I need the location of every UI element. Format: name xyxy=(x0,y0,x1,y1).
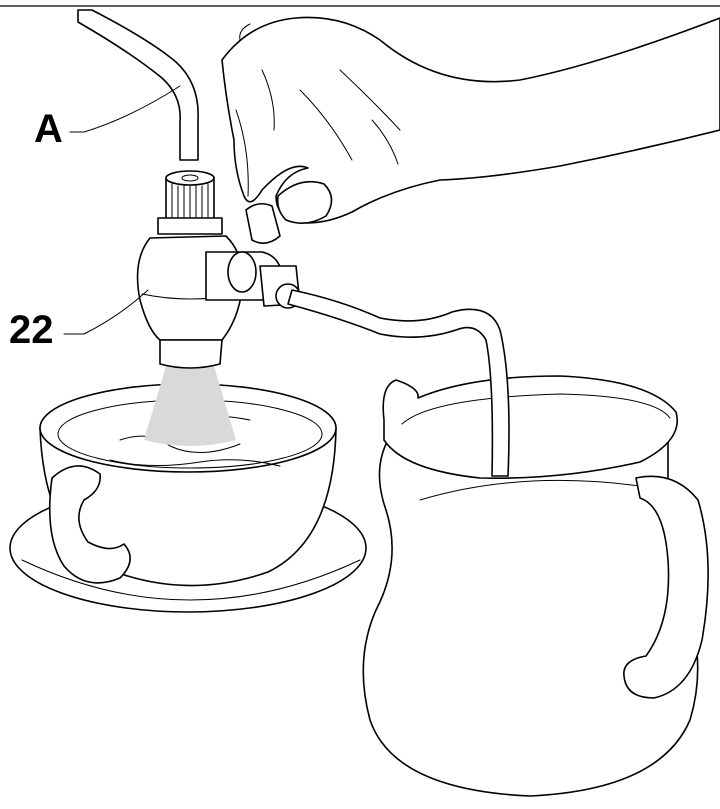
hand xyxy=(221,16,720,224)
steam-pipe xyxy=(77,9,199,161)
steam-spray xyxy=(144,366,236,446)
frother-nozzle xyxy=(136,170,301,369)
leader-line-22 xyxy=(63,289,149,335)
milk-jug xyxy=(362,375,709,797)
cup xyxy=(39,383,337,587)
leader-line-a xyxy=(69,85,181,133)
milk-tube xyxy=(287,289,510,477)
callout-label-frother: 22 xyxy=(9,308,54,352)
callout-label-steam-pipe: A xyxy=(34,107,63,151)
